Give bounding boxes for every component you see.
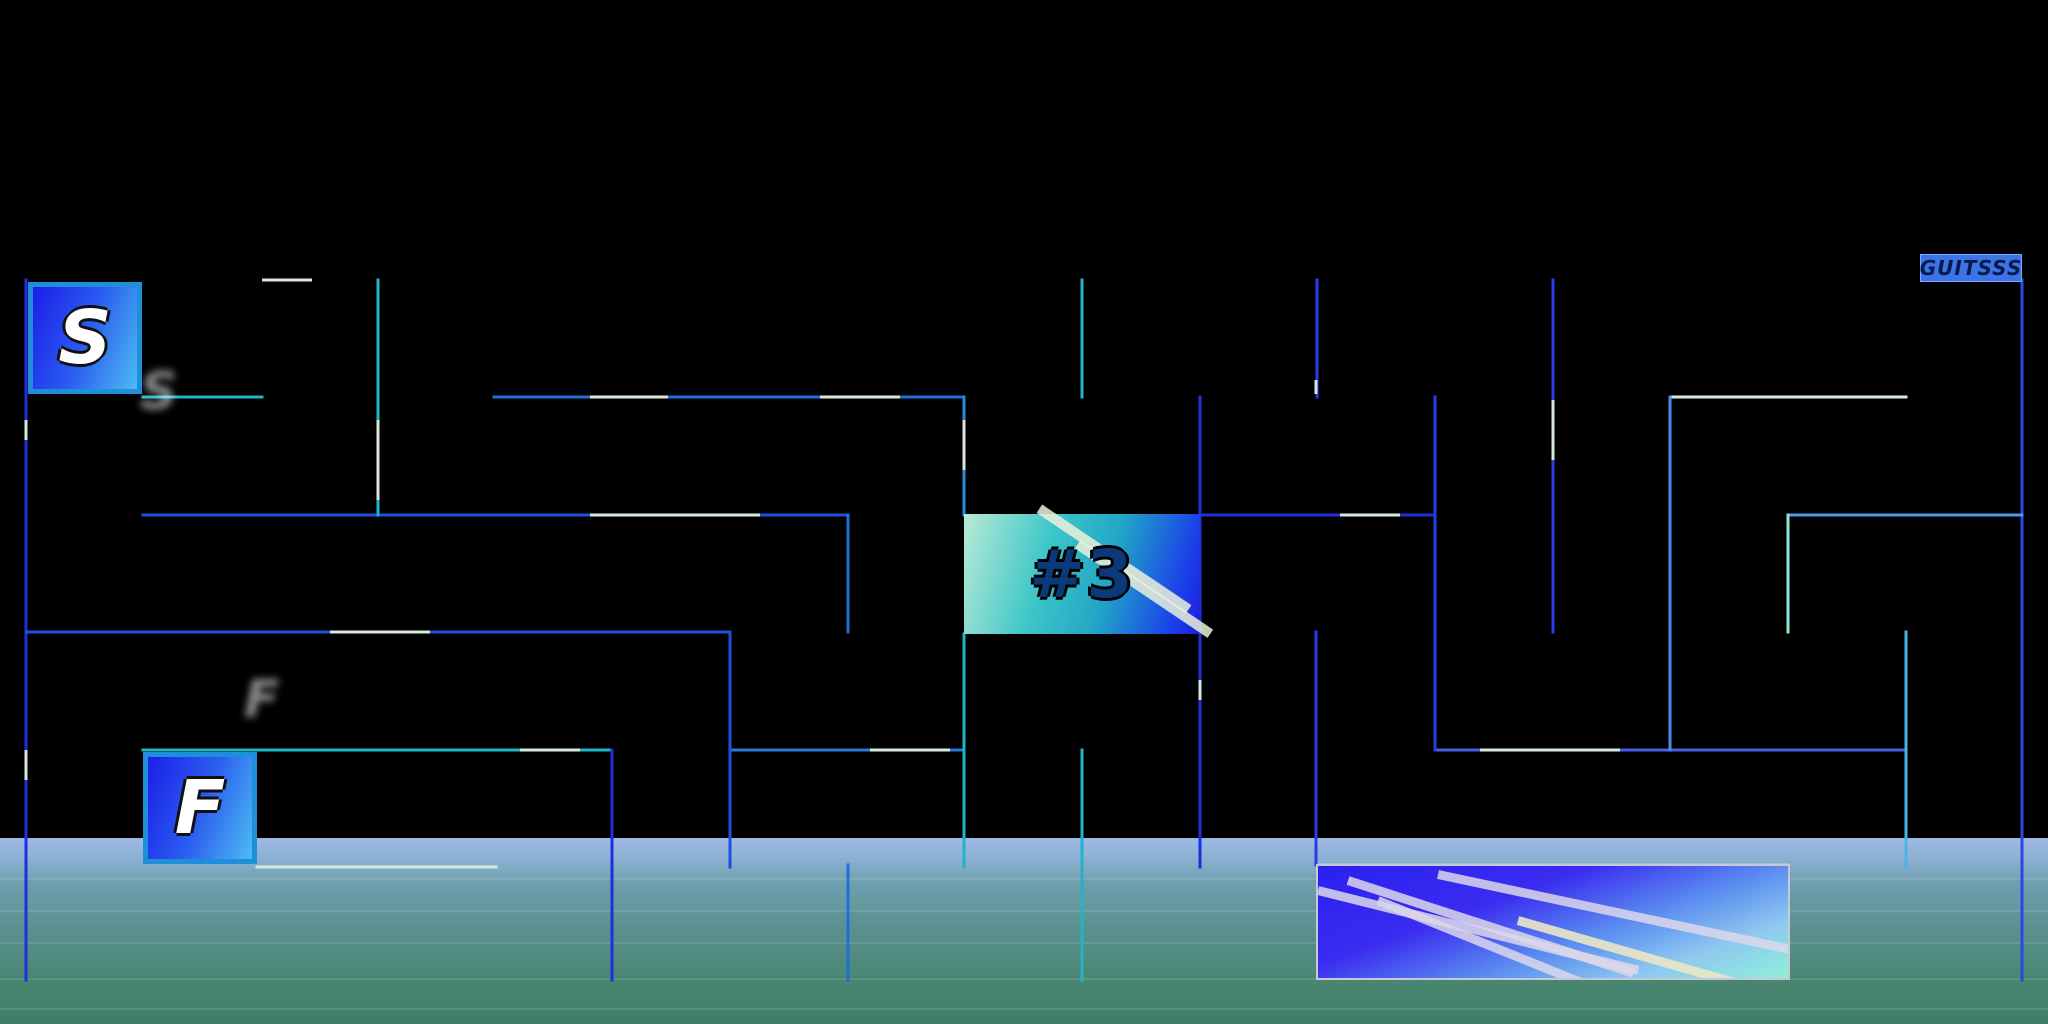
finish-tile: F [143,752,257,864]
logo-badge: GUITSSS [1919,254,2023,282]
start-label: S [58,295,112,381]
level-number-label: #3 [1029,535,1135,613]
decorative-block [1316,864,1790,980]
start-tile: S [28,282,142,394]
finish-marker-reflection: F [244,670,280,730]
start-marker-reflection: S [140,362,178,422]
level-number-tile: #3 [964,504,1214,638]
finish-label: F [174,765,226,851]
